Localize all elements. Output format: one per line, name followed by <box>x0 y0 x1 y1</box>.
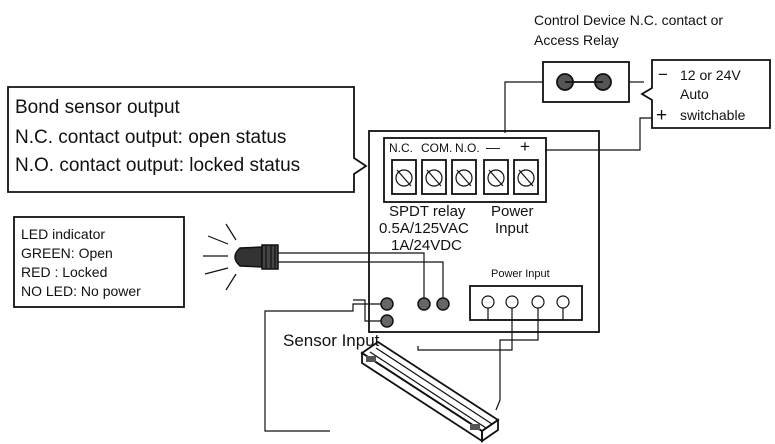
relay-label-line3: 1A/24VDC <box>391 237 462 254</box>
led-wire-2 <box>278 261 444 304</box>
wire-psu-plus-to-terminal <box>545 117 652 151</box>
power-input-block <box>469 285 583 321</box>
sensor-terminal-1 <box>380 297 394 311</box>
led-box-line1: LED indicator <box>21 226 105 242</box>
psu-auto-label: Auto <box>680 86 709 102</box>
power-wire-to-lock <box>417 320 513 351</box>
control-device-label-line2: Access Relay <box>534 32 619 48</box>
sensor-terminal-2 <box>380 314 394 328</box>
terminal-minus-label: — <box>486 139 500 155</box>
bond-sensor-callout: Bond sensor output N.C. contact output: … <box>7 86 368 193</box>
led-box-line4: NO LED: No power <box>21 283 141 299</box>
screw-terminal-no <box>451 159 477 195</box>
terminal-com-label: COM. <box>421 141 452 155</box>
magnetic-lock <box>360 340 500 443</box>
screw-terminal-plus <box>513 159 539 195</box>
led-indicator-callout: LED indicator GREEN: Open RED : Locked N… <box>13 216 185 308</box>
led-terminal-2 <box>436 297 450 311</box>
led-terminal-1 <box>417 297 431 311</box>
screw-terminal-com <box>421 159 447 195</box>
power-label-line2: Input <box>495 220 529 237</box>
sensor-input-label: Sensor Input <box>283 331 380 350</box>
control-device-label-line1: Control Device N.C. contact or <box>534 12 723 28</box>
wire-contact-to-com <box>504 81 543 133</box>
screw-terminal-minus <box>483 159 509 195</box>
psu-switchable-label: switchable <box>680 107 746 123</box>
terminal-no-label: N.O. <box>455 141 480 155</box>
bond-sensor-no: N.O. contact output: locked status <box>15 155 300 176</box>
led-box-line2: GREEN: Open <box>21 245 113 261</box>
screw-terminals <box>391 159 539 195</box>
power-label-line1: Power <box>491 203 534 220</box>
terminal-nc-label: N.C. <box>389 141 413 155</box>
power-wire-to-lock-2 <box>495 320 539 411</box>
sensor-wire-top <box>264 303 381 432</box>
led-wire-1 <box>278 252 425 304</box>
led-lamp-icon <box>203 223 279 291</box>
control-device-contact <box>542 61 630 103</box>
relay-label-line1: SPDT relay <box>389 203 466 220</box>
led-box-line3: RED : Locked <box>21 264 107 280</box>
power-supply-callout: − 12 or 24V Auto + switchable <box>640 59 771 129</box>
psu-minus-sign: − <box>658 65 668 84</box>
power-input-label: Power Input <box>491 268 550 280</box>
bond-sensor-nc: N.C. contact output: open status <box>15 127 286 148</box>
psu-plus-sign: + <box>656 105 667 126</box>
terminal-plus-label: + <box>520 137 530 156</box>
screw-terminal-nc <box>391 159 417 195</box>
bond-sensor-title: Bond sensor output <box>15 97 181 118</box>
sensor-wire-bottom <box>353 299 381 322</box>
relay-label-line2: 0.5A/125VAC <box>379 220 469 237</box>
psu-voltage-label: 12 or 24V <box>680 67 741 83</box>
controller-box <box>368 130 600 333</box>
